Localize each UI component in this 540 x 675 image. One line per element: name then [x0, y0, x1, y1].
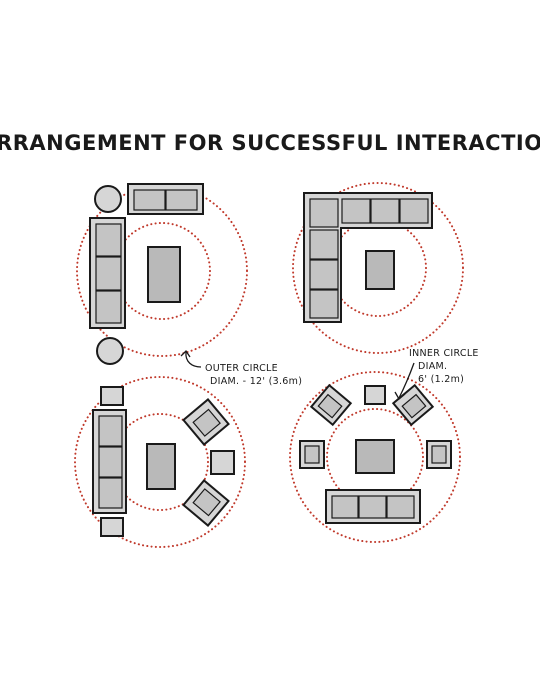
sofa: [89, 217, 126, 329]
arrow-icon: [180, 349, 191, 358]
round-end-table: [94, 185, 122, 213]
coffee-table: [147, 246, 181, 303]
arrangement-sofa-chairs: [74, 376, 246, 548]
armchair: [391, 383, 435, 427]
end-table: [100, 517, 124, 537]
arrangement-sofa-loveseat: [76, 183, 248, 365]
ottoman: [210, 450, 235, 475]
inner-circle-annotation: INNER CIRCLE DIAM. 6' (1.2m): [394, 348, 479, 400]
side-chair: [426, 440, 452, 469]
round-end-table: [96, 337, 124, 365]
outer-circle: [289, 371, 461, 543]
outer-circle-annotation: OUTER CIRCLE DIAM. - 12' (3.6m): [180, 349, 302, 387]
coffee-table: [355, 439, 395, 474]
diagram-title: ARRANGEMENT FOR SUCCESSFUL INTERACTION: [0, 131, 540, 155]
outer-circle: [292, 182, 464, 354]
coffee-table: [146, 443, 176, 490]
loveseat: [127, 183, 204, 215]
armchair: [182, 398, 230, 446]
inner-circle-diameter: 6' (1.2m): [418, 374, 464, 385]
outer-circle-label: OUTER CIRCLE: [205, 363, 278, 374]
leader-line: [185, 351, 202, 368]
sectional-sofa: [303, 192, 433, 323]
end-table: [100, 386, 124, 406]
coffee-table: [365, 250, 395, 290]
side-chair: [299, 440, 325, 469]
arrow-icon: [394, 391, 406, 400]
inner-circle-diam-label: DIAM.: [418, 361, 447, 372]
outer-circle: [74, 376, 246, 548]
outer-circle-diameter: DIAM. - 12' (3.6m): [210, 376, 302, 387]
arrangement-sofa-four-chairs: [289, 371, 461, 543]
inner-circle-label: INNER CIRCLE: [409, 348, 479, 359]
sofa: [92, 409, 127, 514]
leader-line: [398, 362, 415, 399]
sofa: [325, 489, 421, 524]
inner-circle: [326, 408, 424, 506]
arrangement-sectional: [292, 182, 464, 354]
armchair: [309, 383, 353, 427]
armchair: [182, 479, 230, 527]
end-table: [364, 385, 386, 405]
